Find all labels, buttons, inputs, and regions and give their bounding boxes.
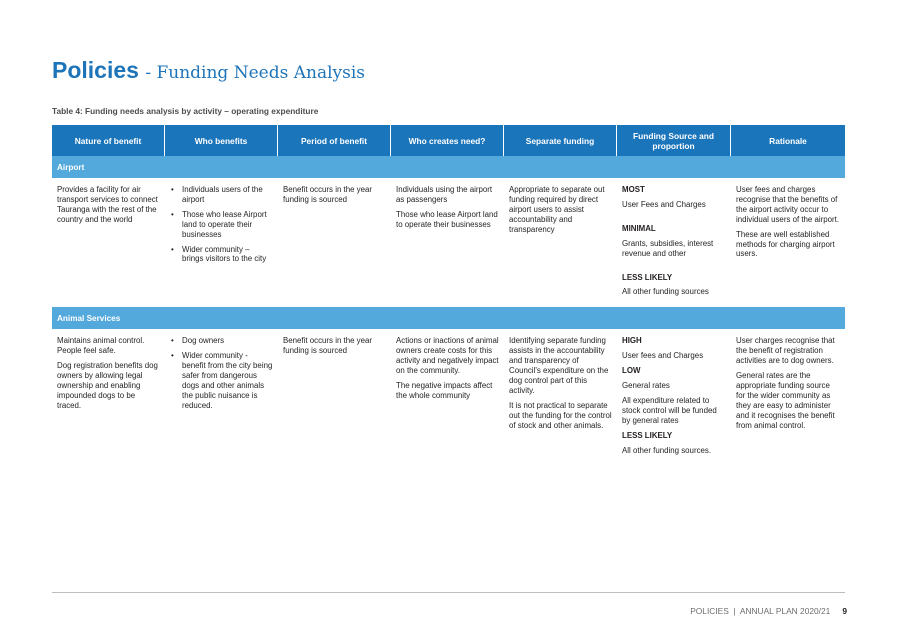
header-creates-need: Who creates need?	[391, 125, 504, 156]
cell-text: All expenditure related to stock control…	[622, 395, 717, 425]
header-who-benefits: Who benefits	[165, 125, 278, 156]
cell-text: General rates	[622, 381, 670, 391]
header-funding-source: Funding Source and proportion	[617, 125, 731, 156]
cell-text: It is not practical to separate out the …	[509, 400, 612, 430]
cell-text: Appropriate to separate out funding requ…	[509, 185, 605, 234]
cell-text: All other funding sources	[622, 287, 709, 297]
cell-creates-need: Individuals using the airport as passeng…	[391, 178, 504, 307]
cell-text: All other funding sources.	[622, 445, 712, 455]
cell-separate-funding: Appropriate to separate out funding requ…	[504, 178, 617, 307]
cell-rationale: User fees and charges recognise that the…	[731, 178, 845, 307]
page-footer: POLICIES | ANNUAL PLAN 2020/21 9	[690, 606, 847, 616]
cell-who-benefits: Individuals users of the airport Those w…	[165, 178, 278, 307]
footer-text: POLICIES | ANNUAL PLAN 2020/21	[690, 606, 831, 616]
cell-period: Benefit occurs in the year funding is so…	[278, 329, 391, 465]
list-item: Dog owners	[170, 336, 273, 346]
cell-text: General rates are the appropriate fundin…	[736, 371, 835, 430]
header-separate-funding: Separate funding	[504, 125, 617, 156]
cell-text: User fees and Charges	[622, 351, 704, 361]
header-nature: Nature of benefit	[52, 125, 165, 156]
title-sub: - Funding Needs Analysis	[145, 63, 366, 83]
cell-text: User charges recognise that the benefit …	[736, 336, 835, 366]
cell-text: Benefit occurs in the year funding is so…	[283, 185, 373, 204]
list-item: Wider community - benefit from the city …	[170, 351, 273, 410]
cell-text: Benefit occurs in the year funding is so…	[283, 336, 373, 356]
table-caption: Table 4: Funding needs analysis by activ…	[52, 106, 319, 116]
cell-text: Dog registration benefits dog owners by …	[57, 361, 158, 410]
cell-text: These are well established methods for c…	[736, 229, 835, 259]
cell-text: Provides a facility for air transport se…	[57, 185, 158, 224]
funding-level: LOW	[622, 366, 641, 376]
section-airport: Airport	[52, 156, 845, 178]
funding-level: LESS LIKELY	[622, 430, 673, 440]
section-animal-services: Animal Services	[52, 307, 845, 330]
table-header-row: Nature of benefit Who benefits Period of…	[52, 125, 845, 156]
title-main: Policies	[52, 57, 139, 83]
cell-text: Identifying separate funding assists in …	[509, 336, 609, 395]
list-item: Wider community – brings visitors to the…	[170, 245, 273, 265]
cell-text: Maintains animal control. People feel sa…	[57, 336, 145, 356]
list-item: Individuals users of the airport	[170, 185, 273, 205]
cell-text: Individuals using the airport as passeng…	[396, 185, 493, 204]
table-row: Provides a facility for air transport se…	[52, 178, 845, 307]
section-label: Airport	[52, 156, 845, 178]
cell-nature: Provides a facility for air transport se…	[52, 178, 165, 307]
cell-period: Benefit occurs in the year funding is so…	[278, 178, 391, 307]
cell-text: Actions or inactions of animal owners cr…	[396, 336, 499, 376]
footer-divider	[52, 592, 845, 593]
bullet-list: Individuals users of the airport Those w…	[170, 185, 273, 264]
cell-funding-source: HIGH User fees and Charges LOW General r…	[617, 329, 731, 465]
cell-text: Those who lease Airport land to operate …	[396, 209, 498, 229]
cell-text: User fees and charges recognise that the…	[736, 185, 840, 224]
cell-rationale: User charges recognise that the benefit …	[731, 329, 845, 465]
list-item: Those who lease Airport land to operate …	[170, 210, 273, 240]
funding-level: LESS LIKELY	[622, 272, 673, 282]
cell-nature: Maintains animal control. People feel sa…	[52, 329, 165, 465]
page-title: Policies - Funding Needs Analysis	[52, 54, 365, 89]
header-period: Period of benefit	[278, 125, 391, 156]
cell-creates-need: Actions or inactions of animal owners cr…	[391, 329, 504, 465]
table-row: Maintains animal control. People feel sa…	[52, 329, 845, 465]
funding-level: MINIMAL	[622, 223, 656, 233]
cell-text: The negative impacts affect the whole co…	[396, 380, 493, 400]
header-rationale: Rationale	[731, 125, 845, 156]
cell-separate-funding: Identifying separate funding assists in …	[504, 329, 617, 465]
bullet-list: Dog owners Wider community - benefit fro…	[170, 336, 273, 410]
funding-level: MOST	[622, 185, 645, 194]
cell-funding-source: MOST User Fees and Charges MINIMAL Grant…	[617, 178, 731, 307]
funding-level: HIGH	[622, 336, 642, 346]
page-number: 9	[842, 606, 847, 616]
cell-who-benefits: Dog owners Wider community - benefit fro…	[165, 329, 278, 465]
section-label: Animal Services	[52, 307, 845, 330]
cell-text: Grants, subsidies, interest revenue and …	[622, 238, 714, 258]
cell-text: User Fees and Charges	[622, 199, 706, 209]
funding-needs-table: Nature of benefit Who benefits Period of…	[52, 125, 845, 466]
